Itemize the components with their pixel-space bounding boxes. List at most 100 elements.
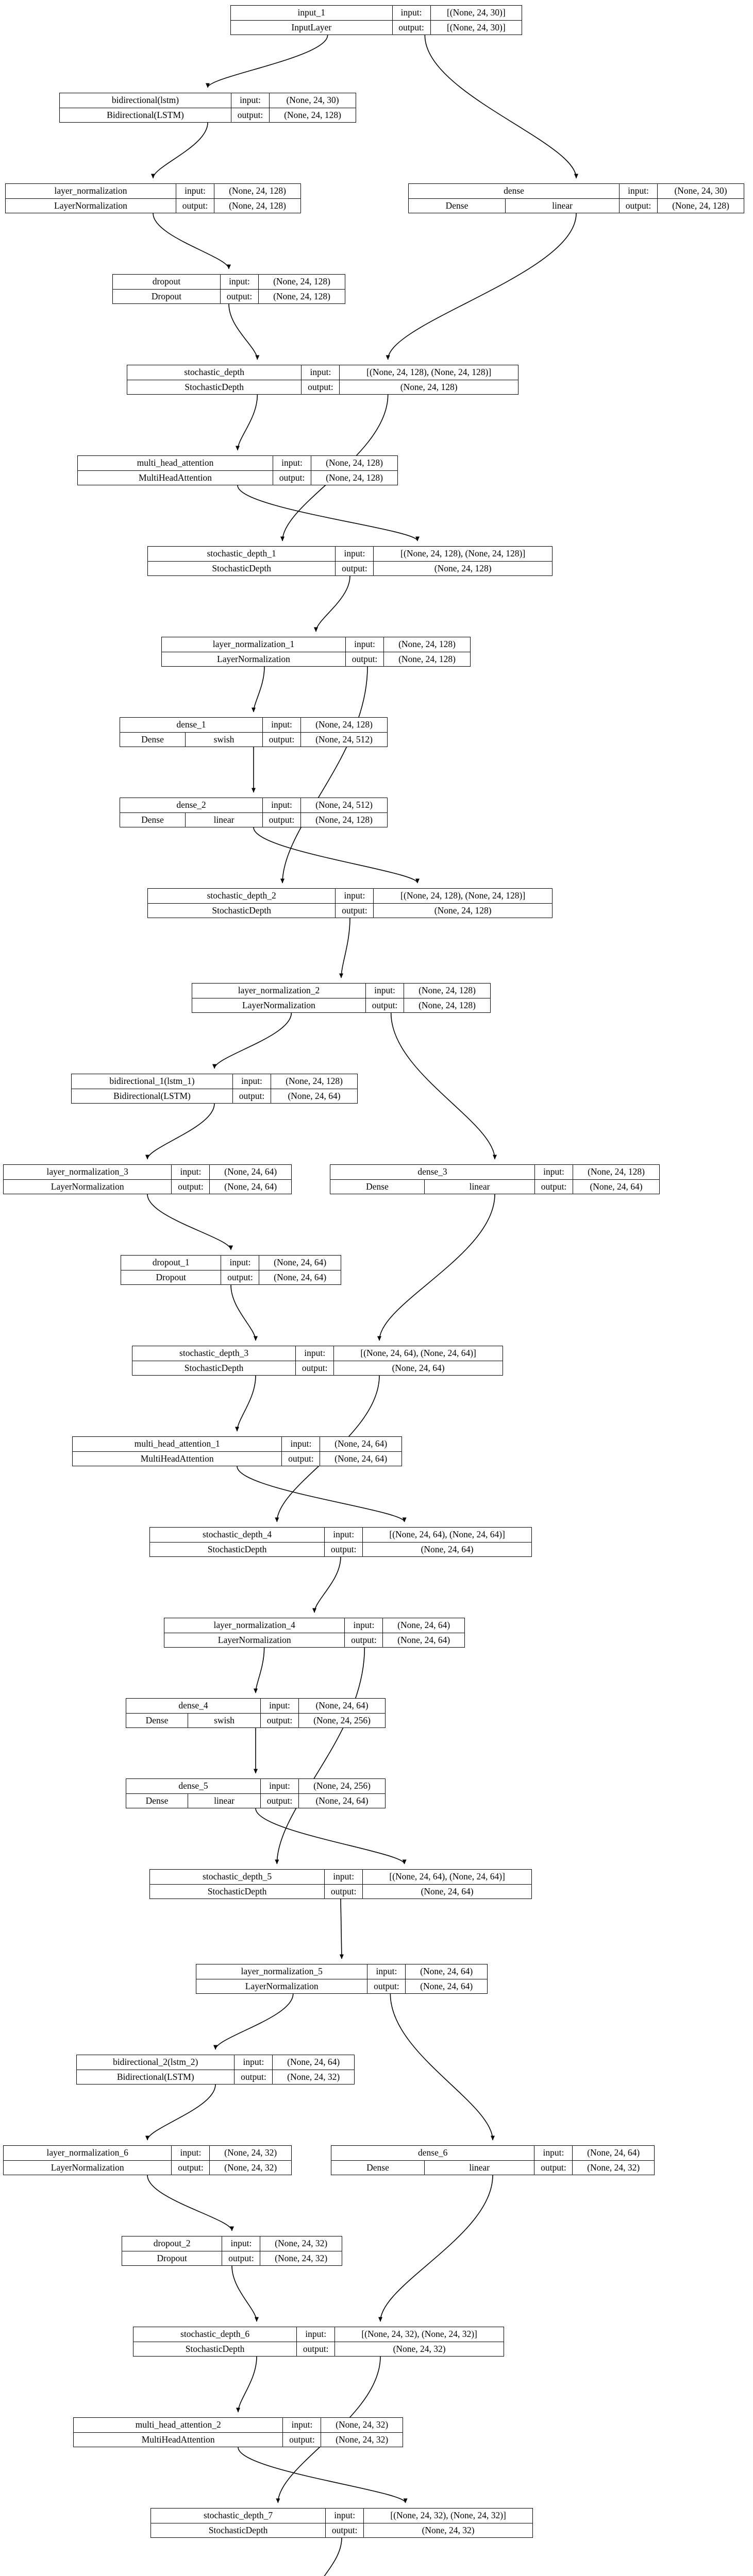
- input-shape: (None, 24, 256): [313, 1781, 371, 1791]
- layer-name: stochastic_depth: [127, 365, 302, 380]
- layer-class: Dropout: [122, 2251, 223, 2265]
- layer-node-bidirectional_2[interactable]: bidirectional_2(lstm_2)input:(None, 24, …: [76, 2055, 355, 2084]
- input-shape: (None, 24, 128): [326, 457, 383, 468]
- layer-class: MultiHeadAttention: [74, 2432, 283, 2447]
- edge-multi_head_attention_1-to-stochastic_depth_4: [237, 1466, 407, 1522]
- output-shape: (None, 24, 32): [275, 2252, 328, 2263]
- output-label: output:: [393, 20, 431, 35]
- input-label: input:: [261, 1779, 299, 1793]
- input-label: input:: [345, 1618, 383, 1633]
- layer-class: StochasticDepth: [151, 2523, 326, 2537]
- layer-name: multi_head_attention_1: [73, 1437, 282, 1451]
- input-label: input:: [326, 2509, 364, 2523]
- input-label: input:: [172, 2146, 210, 2160]
- input-label: input:: [273, 456, 311, 470]
- input-label: input:: [325, 1870, 363, 1884]
- edge-layer_normalization_1-to-dense_1: [252, 666, 265, 713]
- output-label: output:: [346, 652, 384, 666]
- output-label: output:: [172, 1179, 210, 1194]
- output-shape: (None, 24, 512): [315, 734, 373, 744]
- input-label: input:: [302, 365, 340, 380]
- output-shape: (None, 24, 32): [422, 2524, 475, 2535]
- output-shape: (None, 24, 128): [229, 200, 286, 211]
- edge-multi_head_attention-to-stochastic_depth_1: [237, 485, 420, 541]
- input-shape: [(None, 24, 32), (None, 24, 32)]: [390, 2510, 506, 2520]
- input-shape: (None, 24, 64): [334, 1438, 388, 1449]
- edge-stochastic_depth_2-to-layer_normalization_2: [339, 918, 350, 978]
- edge-dense_3-to-stochastic_depth_3: [377, 1194, 495, 1341]
- layer-name: input_1: [231, 6, 393, 20]
- input-label: input:: [346, 637, 384, 652]
- input-label: input:: [325, 1528, 363, 1542]
- output-shape: (None, 24, 128): [400, 381, 458, 392]
- output-shape: (None, 24, 128): [434, 563, 492, 573]
- input-label: input:: [282, 1437, 321, 1451]
- layer-class: LayerNormalization: [4, 1179, 172, 1194]
- input-shape: (None, 24, 128): [398, 639, 456, 649]
- input-shape: (None, 24, 128): [286, 1076, 343, 1086]
- layer-node-bidirectional[interactable]: bidirectional(lstm)input:(None, 24, 30)B…: [59, 93, 356, 123]
- output-label: output:: [302, 380, 340, 394]
- layer-activation: swish: [188, 1713, 261, 1727]
- input-label: input:: [283, 2418, 322, 2432]
- input-label: input:: [233, 1074, 271, 1089]
- layer-name: dense_5: [126, 1779, 261, 1793]
- edge-dense_6-to-stochastic_depth_6: [378, 2175, 493, 2322]
- input-shape: (None, 24, 128): [419, 985, 476, 995]
- input-shape: (None, 24, 128): [229, 185, 286, 196]
- output-shape: (None, 24, 32): [287, 2071, 340, 2082]
- input-shape: (None, 24, 30): [286, 95, 339, 105]
- layer-class: LayerNormalization: [164, 1633, 345, 1647]
- input-label: input:: [366, 984, 404, 998]
- output-label: output:: [535, 1179, 573, 1194]
- layer-name: stochastic_depth_6: [133, 2327, 297, 2342]
- output-shape: (None, 24, 64): [421, 1886, 474, 1896]
- input-label: input:: [393, 6, 431, 20]
- layer-name: layer_normalization_1: [162, 637, 346, 652]
- layer-class: LayerNormalization: [196, 1979, 368, 1993]
- layer-name: stochastic_depth_3: [132, 1346, 296, 1361]
- layer-name: layer_normalization_5: [196, 1964, 368, 1979]
- layer-name: layer_normalization_3: [4, 1165, 172, 1179]
- layer-class: StochasticDepth: [132, 1361, 296, 1375]
- layer-class: StochasticDepth: [150, 1542, 325, 1556]
- layer-class: Dense: [120, 812, 186, 827]
- output-shape: (None, 24, 64): [315, 1795, 369, 1806]
- layer-class: StochasticDepth: [133, 2342, 297, 2356]
- output-shape: [(None, 24, 30)]: [446, 22, 506, 32]
- input-label: input:: [221, 1256, 260, 1270]
- input-shape: (None, 24, 64): [224, 1166, 277, 1177]
- output-shape: (None, 24, 64): [224, 1181, 277, 1192]
- layer-activation: linear: [425, 2160, 535, 2175]
- layer-node-bidirectional_1[interactable]: bidirectional_1(lstm_1)input:(None, 24, …: [71, 1074, 358, 1104]
